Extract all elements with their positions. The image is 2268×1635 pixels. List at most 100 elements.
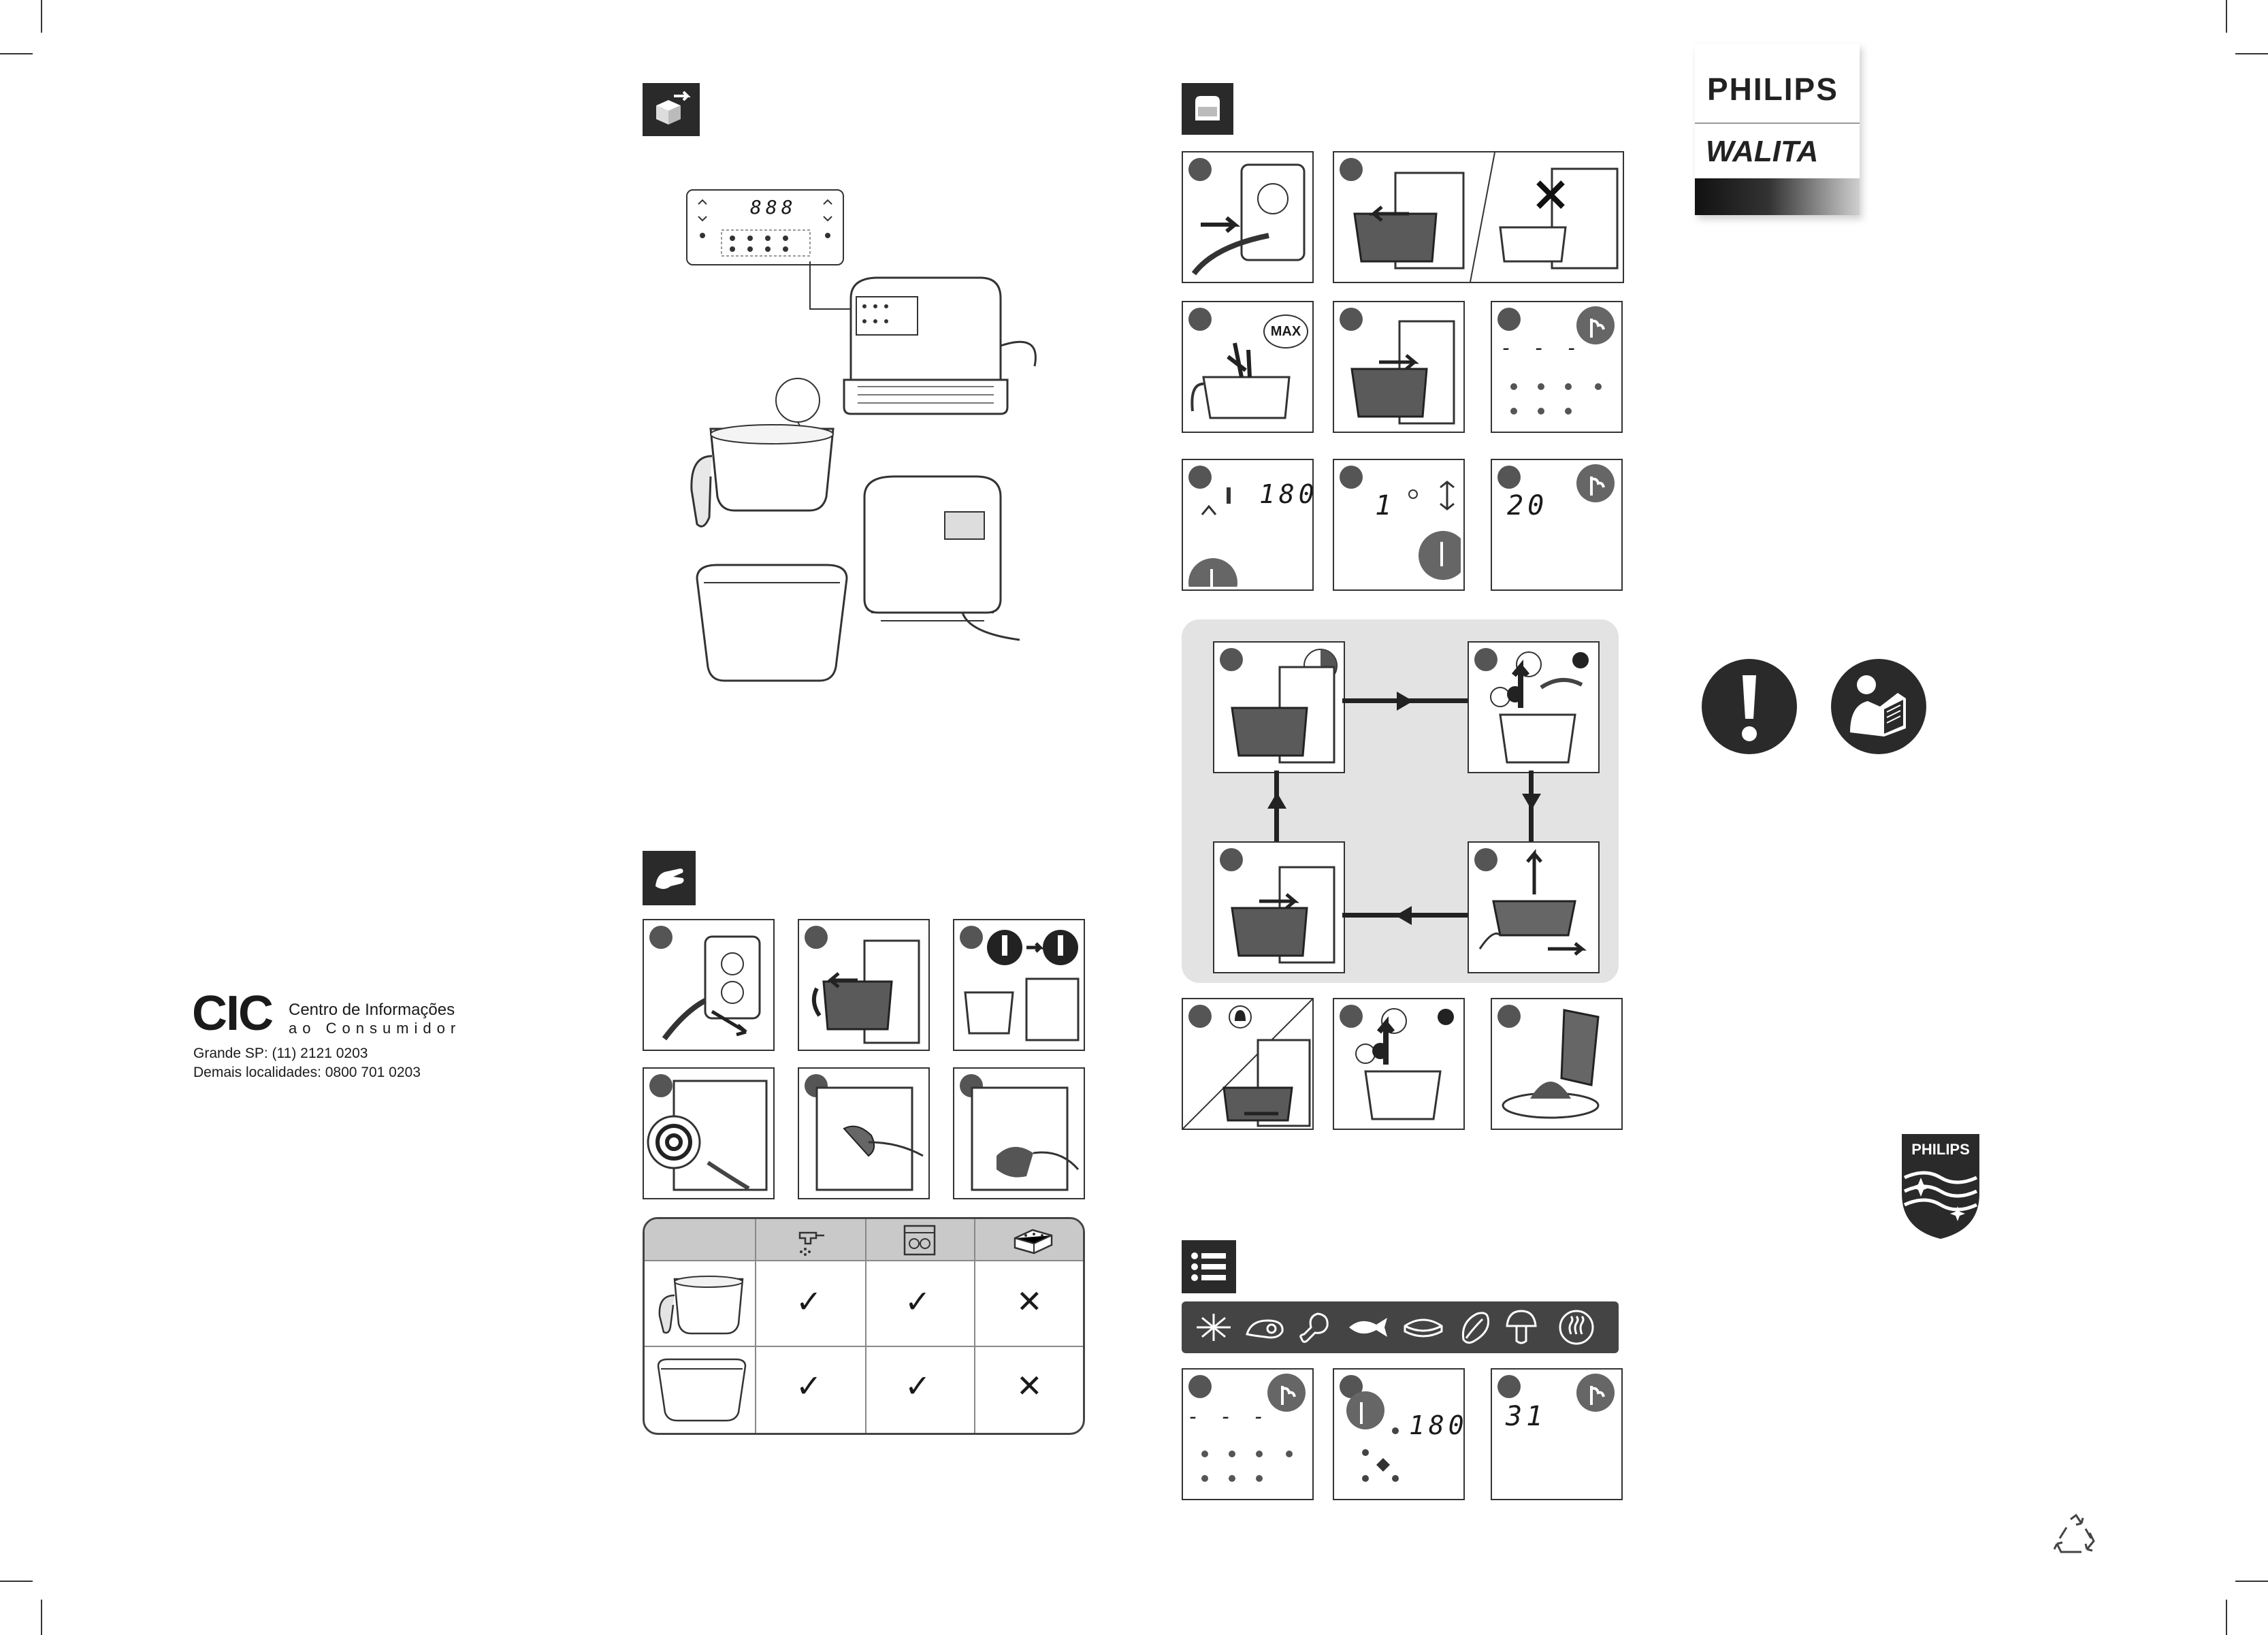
usage-step-insert-pan <box>1333 301 1465 433</box>
table-row-mark: ✓ <box>796 1283 822 1320</box>
housing-drawing <box>854 470 1024 647</box>
usage-step-remove-pan <box>1333 151 1624 283</box>
cycle-arrow-head <box>1267 792 1286 809</box>
touch-hand-icon <box>1574 305 1617 353</box>
cleaning-step-cool-down <box>953 919 1085 1051</box>
meat-icon <box>1244 1311 1286 1344</box>
crop-mark <box>41 1600 42 1635</box>
cic-line2: ao Consumidor <box>289 1020 461 1037</box>
cic-phone-sp: Grande SP: (11) 2121 0203 <box>193 1046 368 1062</box>
control-panel-diagram: 888 <box>686 189 844 265</box>
crop-mark <box>2235 1581 2268 1582</box>
temperature-display: 180 <box>1409 1410 1465 1440</box>
vegetable-icon <box>1457 1308 1493 1346</box>
table-row-mark: ✓ <box>905 1367 931 1404</box>
table-row-mark: ✓ <box>796 1367 822 1404</box>
cycle-step-shake <box>1468 841 1600 973</box>
tap-water-icon <box>796 1223 828 1257</box>
step-marker <box>1188 1375 1212 1398</box>
table-divider <box>865 1219 866 1433</box>
time-set-display: 20 <box>1507 490 1548 521</box>
brand-walita: WALITA <box>1706 135 1818 169</box>
usage-step-set-temperature: 180 <box>1182 459 1314 591</box>
usage-step-plug-in <box>1182 151 1314 283</box>
display-dashes: - - - <box>1187 1405 1269 1429</box>
step-marker <box>1497 308 1521 331</box>
step-marker <box>1497 1375 1521 1398</box>
read-manual-icon <box>1830 658 1928 756</box>
sponge-icon <box>1012 1226 1054 1254</box>
usage-step-timer-bell <box>1182 998 1314 1130</box>
drumstick-icon <box>1297 1310 1333 1345</box>
preset-bar <box>1182 1301 1619 1353</box>
table-divider <box>645 1346 1083 1347</box>
dishwasher-icon <box>902 1223 937 1257</box>
frozen-icon <box>1194 1311 1233 1344</box>
usage-step-serve <box>1491 998 1623 1130</box>
crop-mark <box>0 1581 33 1582</box>
temperature-display: 180 <box>1259 479 1314 509</box>
pan-thumbnail <box>654 1355 749 1423</box>
brand-gradient-bar <box>1695 178 1860 215</box>
outer-pan-drawing <box>690 558 854 687</box>
brand-philips: PHILIPS <box>1707 71 1838 108</box>
display-dashes: - - - <box>1500 336 1582 360</box>
step-marker <box>1188 308 1212 331</box>
table-divider <box>755 1219 756 1433</box>
table-row-mark: ✓ <box>905 1283 931 1320</box>
cycle-step-reinsert <box>1213 841 1345 973</box>
table-row-mark: ✕ <box>1016 1283 1043 1320</box>
basket-thumbnail <box>654 1272 749 1338</box>
crop-mark <box>41 0 42 33</box>
mushroom-icon <box>1504 1308 1538 1346</box>
philips-shield-logo: PHILIPS <box>1898 1130 1983 1242</box>
keep-warm-icon <box>1556 1307 1597 1348</box>
cic-phone-other: Demais localidades: 0800 701 0203 <box>193 1065 421 1081</box>
crop-mark <box>2226 1600 2227 1635</box>
table-row-mark: ✕ <box>1016 1367 1043 1404</box>
fish-icon <box>1345 1311 1390 1344</box>
cycle-arrow-head <box>1522 794 1541 810</box>
basket-drawing <box>683 415 847 538</box>
cycle-arrow-head <box>1397 692 1413 711</box>
usage-step-fill-max: MAX <box>1182 301 1314 433</box>
recycle-icon <box>2052 1512 2099 1557</box>
preset-step-power: - - - <box>1182 1368 1314 1500</box>
preset-step-select: 180 <box>1333 1368 1465 1500</box>
usage-step-power-on: - - - <box>1491 301 1623 433</box>
cleaning-step-wipe-heating <box>643 1067 775 1199</box>
airfryer-assembled-drawing <box>837 271 1062 434</box>
brand-divider <box>1695 123 1860 124</box>
usage-step-start: 20 <box>1491 459 1623 591</box>
preset-time-display: 31 <box>1506 1401 1546 1432</box>
brand-block: PHILIPS WALITA <box>1695 44 1860 215</box>
crop-mark <box>2235 53 2268 54</box>
airfryer-icon <box>1182 83 1233 135</box>
cleaning-step-brush <box>953 1067 1085 1199</box>
cleaning-hand-icon <box>643 851 696 905</box>
table-divider <box>645 1260 1083 1261</box>
cycle-step-remove-basket <box>1468 641 1600 773</box>
touch-hand-icon <box>1574 1372 1617 1420</box>
cycle-arrow-head <box>1395 906 1412 925</box>
preset-step-start: 31 <box>1491 1368 1623 1500</box>
step-marker <box>1340 466 1363 489</box>
step-marker <box>1497 466 1521 489</box>
cycle-step-cooking <box>1213 641 1345 773</box>
cleaning-step-wipe-inside <box>798 1067 930 1199</box>
pie-icon <box>1401 1311 1446 1344</box>
cic-logo: CIC <box>192 986 272 1041</box>
crop-mark <box>2226 0 2227 33</box>
cleaning-step-unplug <box>643 919 775 1051</box>
shield-text: PHILIPS <box>1898 1141 1983 1159</box>
touch-hand-icon <box>1574 463 1617 511</box>
warning-exclamation-icon <box>1700 658 1798 756</box>
time-display: 1 <box>1375 490 1395 521</box>
table-divider <box>974 1219 975 1433</box>
touch-hand-icon <box>1265 1372 1308 1420</box>
cic-line1: Centro de Informações <box>289 1001 455 1020</box>
crop-mark <box>0 53 33 54</box>
cleaning-step-remove-pan <box>798 919 930 1051</box>
menu-list-icon <box>1182 1240 1236 1293</box>
usage-step-remove-basket <box>1333 998 1465 1130</box>
